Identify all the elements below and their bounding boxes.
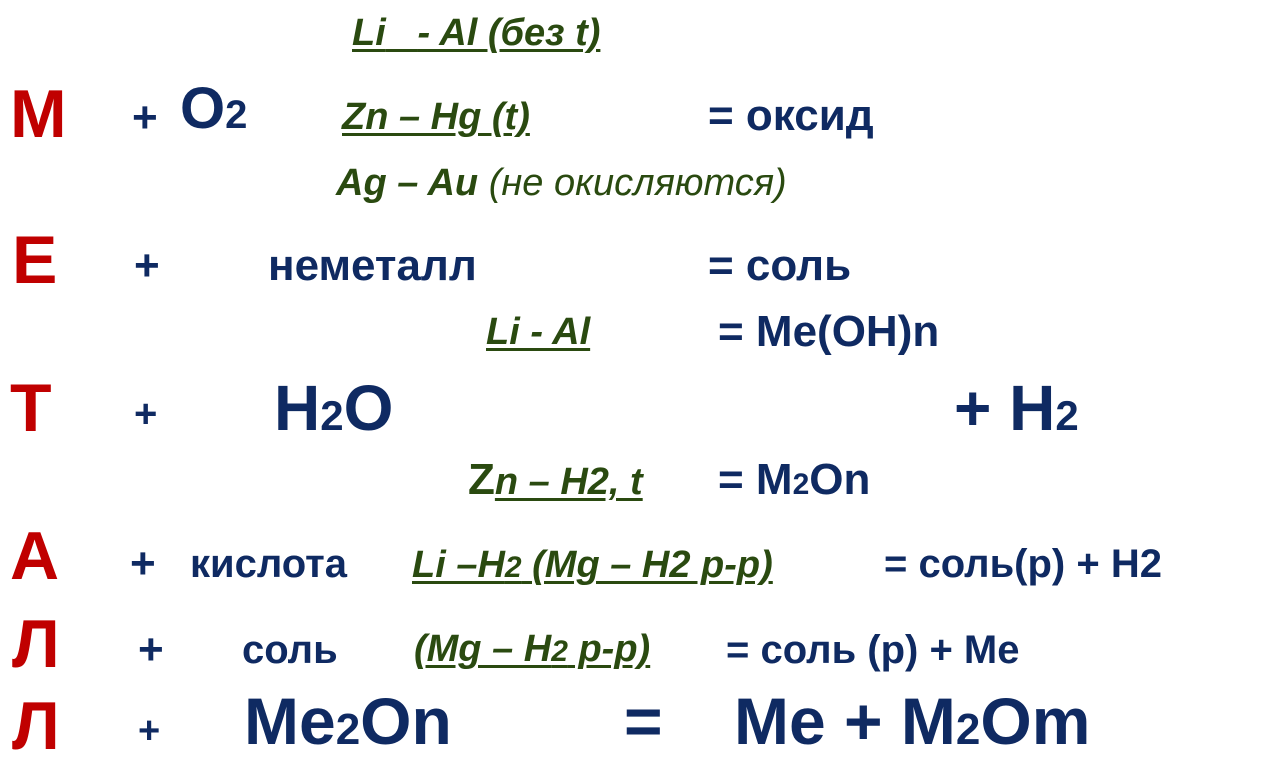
salt-reagent: соль [242,628,338,672]
oxide-result: Me + M2Om [734,684,1091,758]
salt-result: = соль (р) + Me [726,628,1020,672]
water-cond-top: Li - Al [486,311,591,353]
letter-t: Т [10,370,52,446]
oxide-equals: = [624,684,663,758]
water-cond-bottom: Zn – H2, t [468,455,643,504]
row3-plus: + [134,392,158,436]
row6-plus: + [138,710,161,752]
row1-plus: + [132,93,158,142]
water-result-top: = Me(OH)n [718,307,940,356]
letter-e: Е [12,222,58,298]
salt-cond: (Mg – H2 p-p) [414,628,651,670]
oxygen-result: = оксид [708,91,874,140]
letter-m: М [10,76,67,152]
acid-reagent: кислота [190,542,348,586]
row2-plus: + [134,241,160,290]
nonmetal-result: = соль [708,241,852,290]
row4-plus: + [130,539,156,588]
water-result-hydrogen: + H2 [954,372,1079,444]
acid-result: = соль(р) + H2 [884,542,1162,586]
letter-l-1: Л [12,606,60,682]
oxide-reagent: Me2On [244,684,452,758]
water-result-bottom: = M2On [718,455,871,504]
nonmetal-reagent: неметалл [268,241,477,290]
acid-cond: Li –H2 (Mg – H2 p-p) [412,544,773,586]
letter-l-2: Л [12,688,60,764]
row5-plus: + [138,625,164,674]
letter-a: А [10,518,60,594]
water-reagent: H2O [274,372,394,444]
oxygen-cond-top: Li - Al (без t) [352,12,601,54]
oxygen-cond-mid: Zn – Hg (t) [342,96,530,138]
oxygen-cond-bottom: Ag – Au (не окисляются) [336,162,787,204]
oxygen-reagent: O2 [180,76,248,141]
